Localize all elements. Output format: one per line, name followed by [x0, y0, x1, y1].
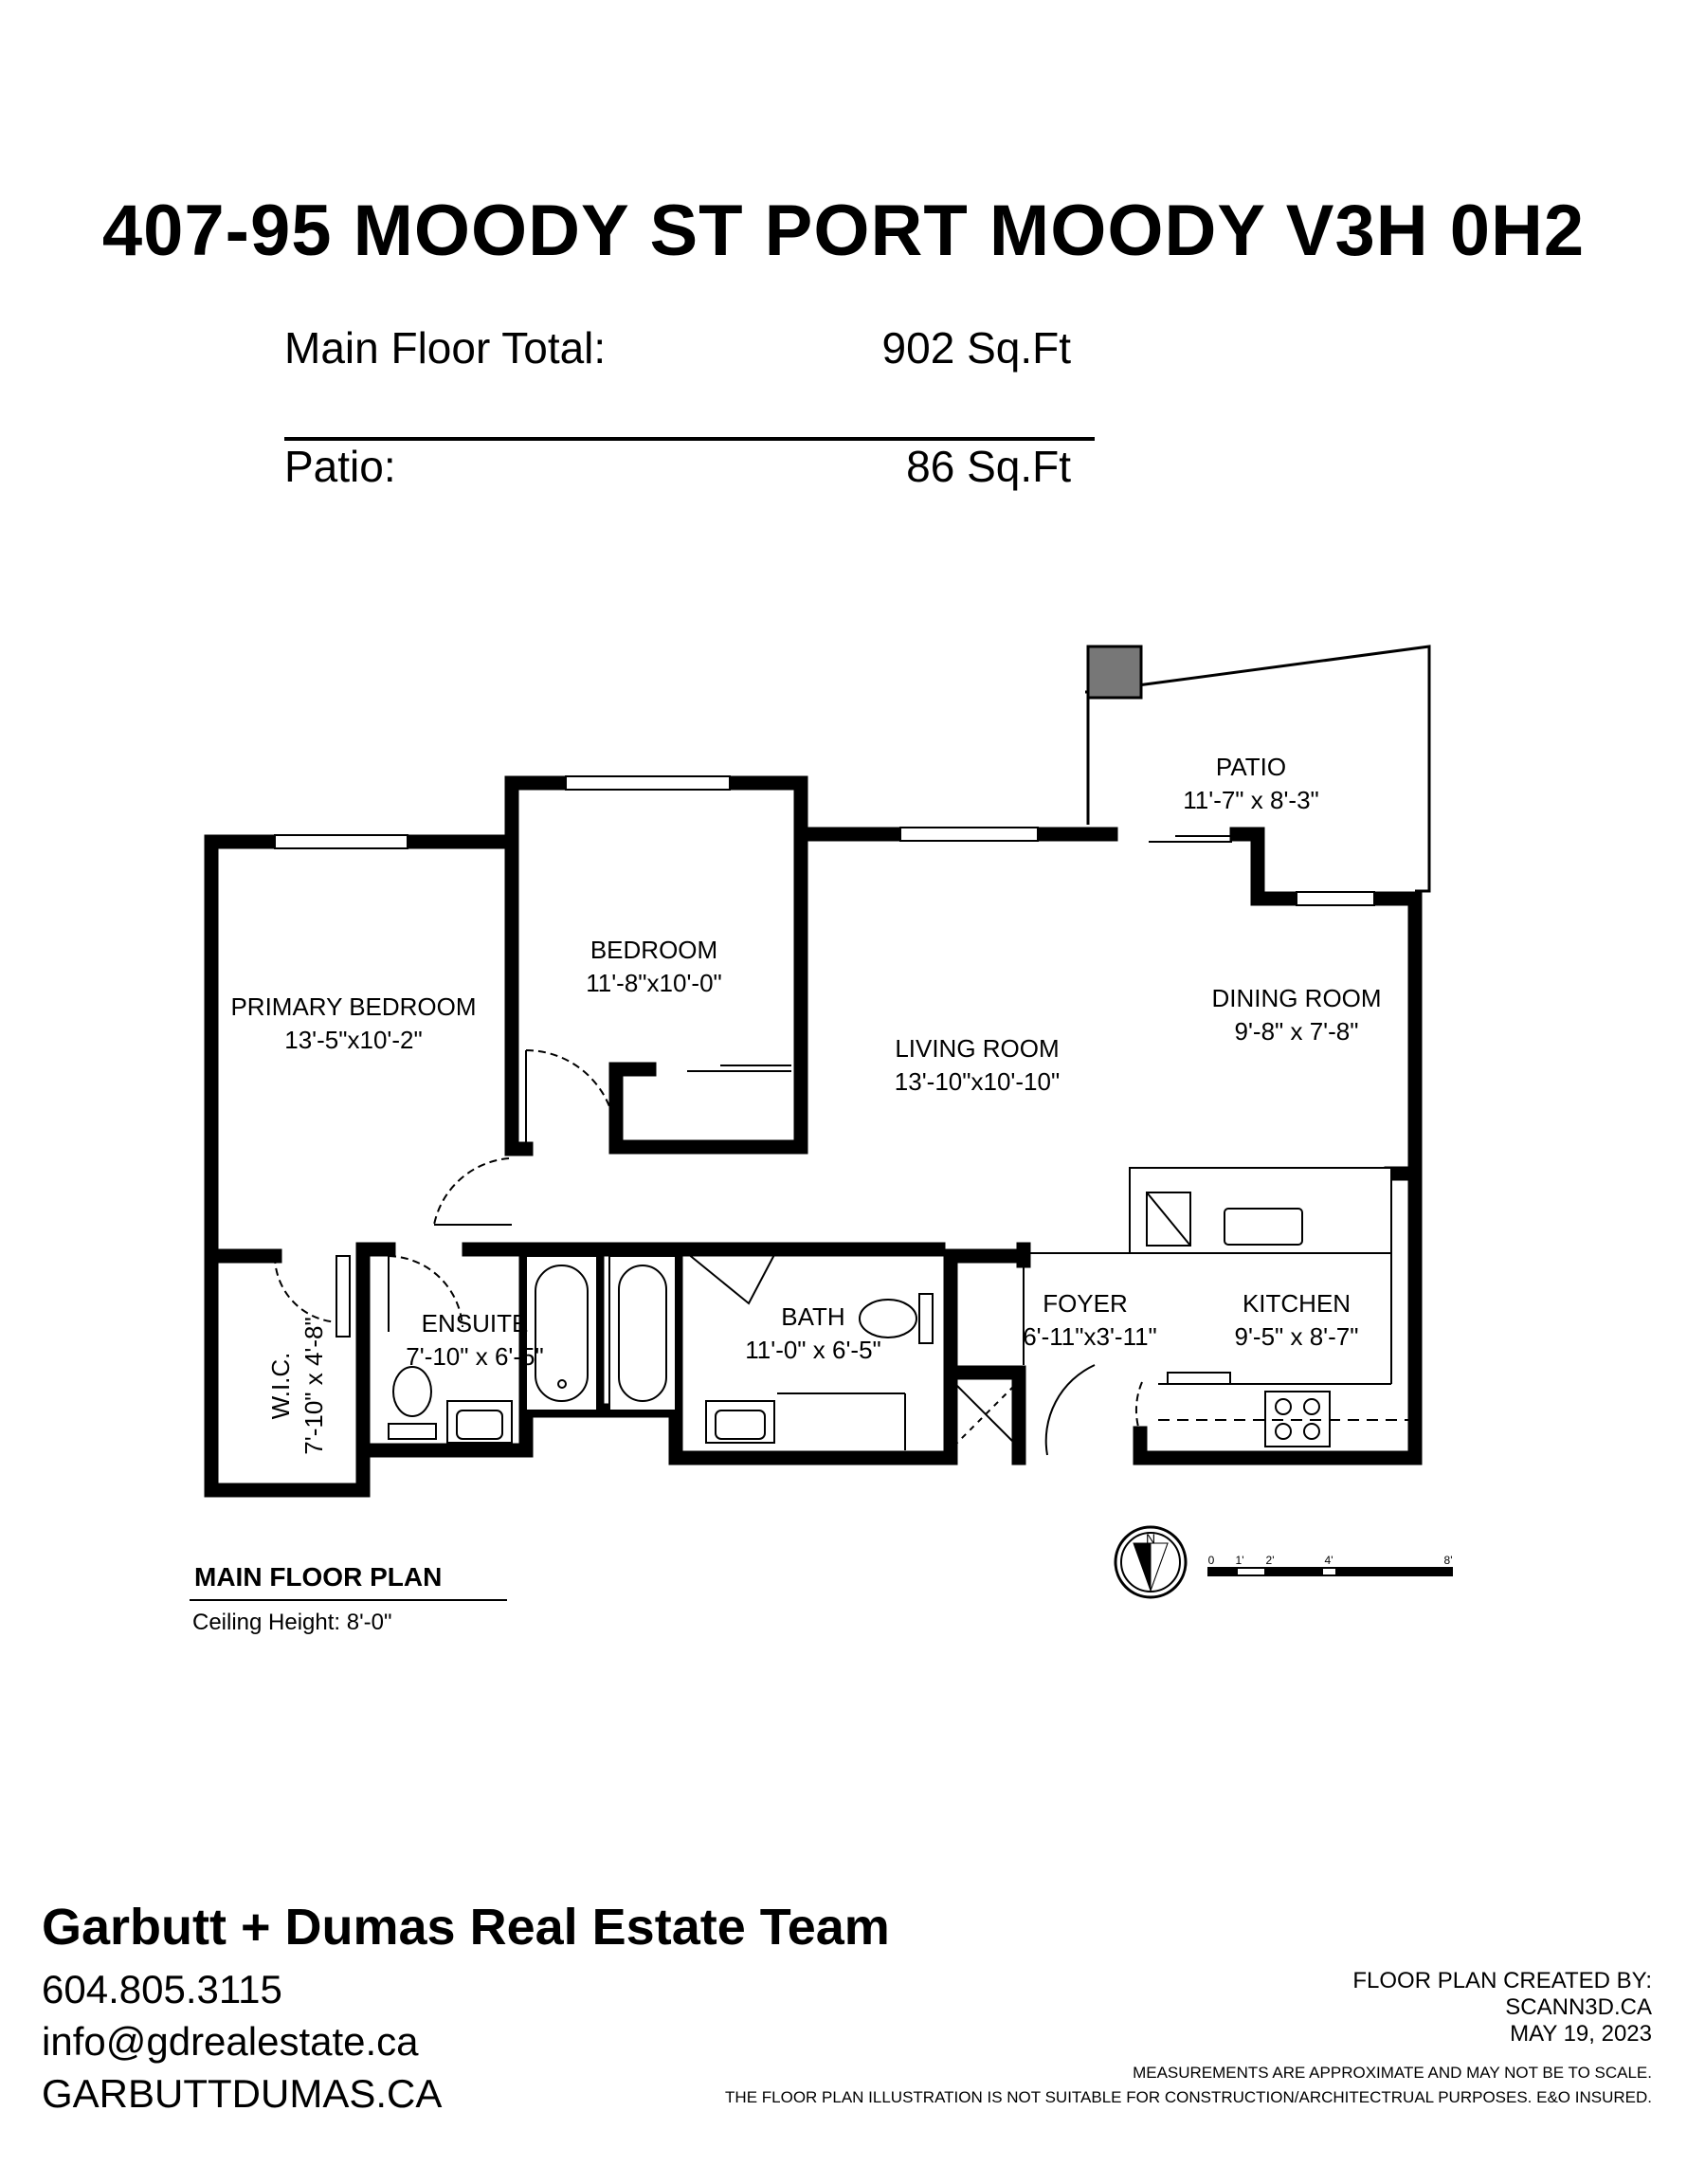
room-label-ensuite: ENSUITE [422, 1309, 529, 1338]
wall [355, 1242, 396, 1498]
scale-tick: 1' [1236, 1554, 1244, 1567]
room-dims-living-room: 13'-10"x10'-10" [895, 1067, 1060, 1096]
toilets [388, 1293, 934, 1440]
plan-heading-rule [190, 1599, 507, 1601]
room-label-bedroom: BEDROOM [590, 936, 717, 964]
area-row-patio: Patio: 86 Sq.Ft [284, 441, 1099, 498]
door-swings [274, 1049, 1143, 1456]
company-name: Garbutt + Dumas Real Estate Team [42, 1899, 890, 1956]
scale-tick: 0 [1208, 1554, 1215, 1567]
disclaimer-line: MEASUREMENTS ARE APPROXIMATE AND MAY NOT… [1133, 2064, 1652, 2082]
room-label-kitchen: KITCHEN [1243, 1289, 1351, 1318]
disclaimer-line: THE FLOOR PLAN ILLUSTRATION IS NOT SUITA… [725, 2088, 1652, 2106]
scale-tick: 8' [1444, 1554, 1453, 1567]
room-dims-wic: 7'-10" x 4'-8" [299, 1317, 328, 1454]
room-dims-ensuite: 7'-10" x 6'-5" [406, 1342, 543, 1371]
scale-tick: 2' [1266, 1554, 1275, 1567]
area-value: 86 Sq.Ft [906, 442, 1071, 491]
wall [608, 775, 808, 1155]
credit-line: MAY 19, 2023 [1510, 2021, 1652, 2047]
window [565, 775, 731, 791]
area-value: 902 Sq.Ft [881, 323, 1071, 373]
area-row-main-floor: Main Floor Total: 902 Sq.Ft [284, 322, 1099, 379]
room-labels: PATIO 11'-7" x 8'-3" BEDROOM 11'-8"x10'-… [230, 753, 1381, 1455]
company-email: info@gdrealestate.ca [42, 2019, 419, 2064]
room-dims-bedroom: 11'-8"x10'-0" [586, 969, 722, 997]
wall [1229, 827, 1304, 906]
patio-column [1086, 645, 1143, 700]
room-dims-primary-bedroom: 13'-5"x10'-2" [284, 1026, 422, 1054]
bathtubs [525, 1255, 677, 1411]
room-dims-dining-room: 9'-8" x 7'-8" [1235, 1017, 1359, 1046]
wall [1133, 891, 1423, 1465]
area-divider [284, 437, 1095, 441]
room-label-foyer: FOYER [1043, 1289, 1128, 1318]
window [274, 834, 408, 849]
wall [204, 834, 282, 1498]
foyer-closet [956, 1385, 1015, 1444]
area-label: Patio: [284, 442, 396, 491]
window [899, 827, 1039, 842]
wall [504, 775, 573, 1155]
room-dims-patio: 11'-7" x 8'-3" [1183, 786, 1319, 814]
scale-bar-ticks: 0 1' 2' 4' 8' [1208, 1554, 1453, 1567]
closet-door [687, 1065, 791, 1072]
room-label-wic: W.I.C. [266, 1353, 295, 1420]
scale-bar: 0 1' 2' 4' 8' [1207, 1554, 1453, 1576]
area-label: Main Floor Total: [284, 323, 607, 373]
room-dims-kitchen: 9'-5" x 8'-7" [1235, 1322, 1359, 1351]
room-dims-bath: 11'-0" x 6'-5" [745, 1336, 881, 1364]
compass-label: N [1146, 1531, 1155, 1546]
page-title: 407-95 MOODY ST PORT MOODY V3H 0H2 [101, 191, 1586, 271]
windows [274, 775, 1375, 906]
room-label-bath: BATH [781, 1302, 844, 1331]
compass-icon: N [1114, 1525, 1188, 1599]
window [1296, 891, 1375, 906]
sinks [446, 1392, 906, 1450]
credit-line: FLOOR PLAN CREATED BY: [1352, 1968, 1652, 1993]
room-label-patio: PATIO [1216, 753, 1286, 781]
room-dims-foyer: 6'-11"x3'-11" [1023, 1322, 1157, 1351]
company-phone: 604.805.3115 [42, 1967, 282, 2011]
partition [336, 1255, 351, 1338]
plan-heading: MAIN FLOOR PLAN [194, 1562, 443, 1592]
kitchen-counters [1024, 1167, 1412, 1447]
credit-line: SCANN3D.CA [1505, 1994, 1652, 2020]
company-website: GARBUTTDUMAS.CA [42, 2071, 443, 2116]
ceiling-height: Ceiling Height: 8'-0" [192, 1610, 392, 1635]
room-label-living-room: LIVING ROOM [895, 1034, 1059, 1063]
scale-tick: 4' [1325, 1554, 1333, 1567]
room-label-dining-room: DINING ROOM [1211, 984, 1381, 1012]
sliding-door [1149, 835, 1232, 843]
room-label-primary-bedroom: PRIMARY BEDROOM [230, 992, 476, 1021]
